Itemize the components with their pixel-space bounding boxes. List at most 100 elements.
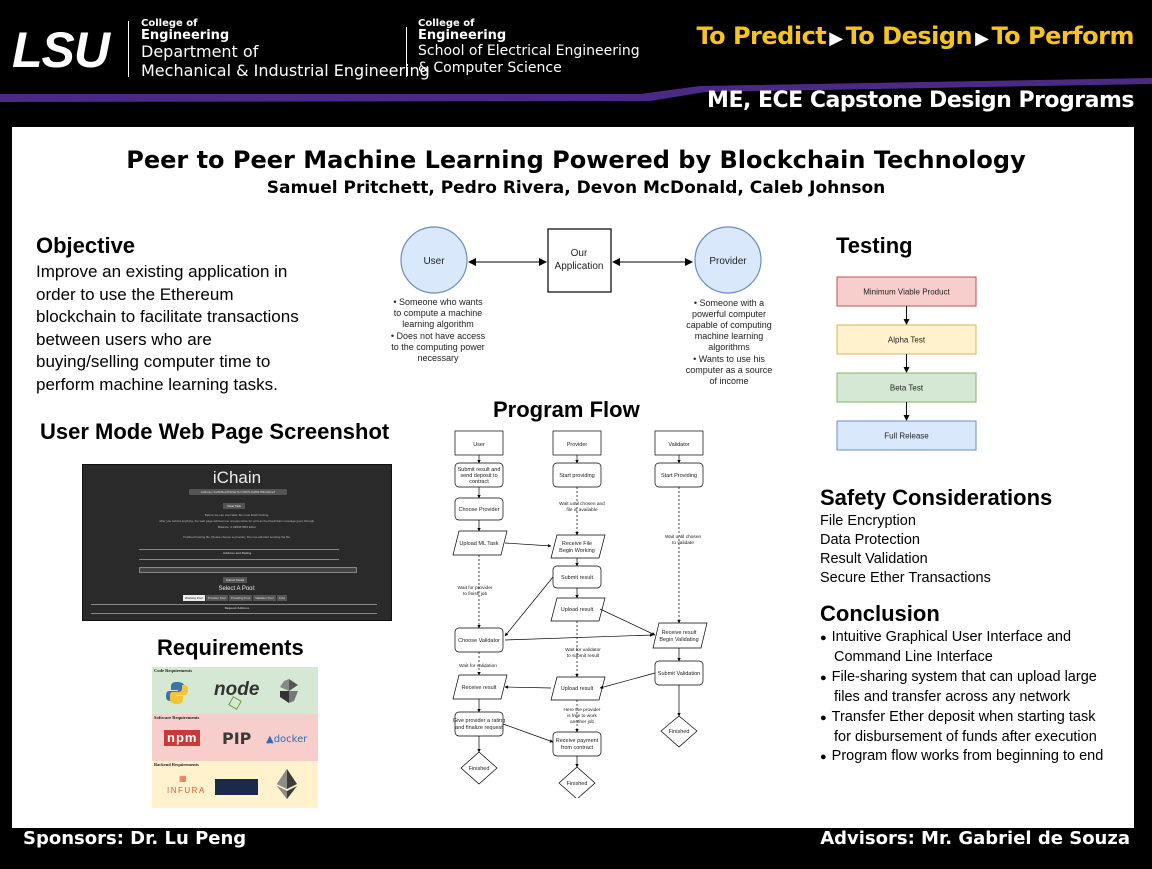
dept-line-1: Department of: [141, 42, 259, 62]
lane-validator: Validator: [668, 442, 689, 448]
school-line-1: School of Electrical Engineering: [418, 43, 640, 60]
svg-text:Choose Provider: Choose Provider: [459, 507, 500, 513]
capstone-label: ME, ECE Capstone Design Programs: [707, 88, 1134, 113]
software-requirements: Software Requirements npm PIP ▲docker: [152, 714, 318, 761]
testing-step-box: [836, 324, 977, 355]
svg-text:to compute a machine: to compute a machine: [394, 308, 483, 318]
tab-validator-pool[interactable]: Validator Pool: [253, 595, 276, 601]
program-flow-heading: Program Flow: [493, 397, 640, 422]
objective-line: between users who are: [36, 329, 212, 349]
user-bullets: • Someone who wants to compute a machine…: [391, 297, 486, 363]
requirements-image: Code Requirements node Software Requirem…: [152, 667, 319, 808]
college-label: College of: [141, 18, 198, 29]
svg-text:file is available: file is available: [566, 507, 598, 513]
svg-text:of income: of income: [709, 376, 748, 386]
engineering-label: Engineering: [418, 28, 507, 43]
request-address-header: Request Address: [224, 606, 250, 610]
objective-heading: Objective: [36, 233, 136, 258]
svg-text:to submit result: to submit result: [567, 653, 600, 659]
conclusion-item: Intuitive Graphical User Interface and C…: [820, 628, 1105, 668]
svg-text:is free to work: is free to work: [567, 713, 597, 719]
clear-task-button[interactable]: Clear Task: [223, 503, 245, 509]
header-divider: [128, 21, 129, 77]
svg-text:Receive payment: Receive payment: [556, 738, 599, 744]
provider-node: [694, 226, 762, 294]
poster-title: Peer to Peer Machine Learning Powered by…: [126, 146, 1026, 174]
safety-item: Data Protection: [820, 532, 920, 548]
testing-step-box: [836, 420, 977, 451]
svg-text:Wait until chosen and: Wait until chosen and: [559, 501, 605, 507]
svg-text:another job: another job: [570, 719, 594, 725]
testing-step-label: Alpha Test: [888, 336, 926, 345]
svg-text:Start providing: Start providing: [559, 473, 594, 479]
application-label-1: Our: [571, 248, 588, 259]
infura-logo: INFURA: [167, 786, 206, 795]
svg-text:Receive File: Receive File: [562, 541, 592, 547]
school-line-2: & Computer Science: [418, 60, 562, 77]
testing-step-box: [836, 372, 977, 403]
python-icon: [166, 682, 188, 704]
objective-line: buying/selling computer time to: [36, 352, 271, 372]
actor-diagram: User Our Application Provider • Someone …: [391, 226, 773, 386]
svg-text:Wait until chosen: Wait until chosen: [665, 534, 702, 540]
safety-item: Secure Ether Transactions: [820, 570, 991, 586]
tagline-design: To Design: [845, 22, 973, 50]
provider-row[interactable]: [139, 567, 357, 573]
dept-line-2: Mechanical & Industrial Engineering: [141, 60, 430, 80]
tagline-predict: To Predict: [696, 22, 827, 50]
submit-model-button[interactable]: Submit Model: [223, 577, 247, 583]
backend-requirements: Backend Requirements ▦ INFURA: [152, 761, 318, 808]
application-node: [547, 228, 612, 293]
divider: [91, 613, 377, 614]
svg-text:learning algorithm: learning algorithm: [402, 319, 474, 329]
svg-text:Here the provider: Here the provider: [563, 707, 600, 713]
address-dropdown[interactable]: Address: 0xd8d5ce5f3fc8e71c74f87b1fc8847…: [189, 489, 287, 495]
tab-providing-pool[interactable]: Providing Pool: [228, 595, 253, 601]
code-requirements: Code Requirements node: [152, 667, 318, 714]
svg-text:from contract: from contract: [561, 745, 594, 751]
pool-tabs: Working Pool Provider Pool Providing Poo…: [183, 595, 287, 601]
tab-working-pool[interactable]: Working Pool: [183, 595, 205, 601]
svg-text:powerful computer: powerful computer: [692, 309, 766, 319]
screenshot-heading: User Mode Web Page Screenshot: [40, 419, 390, 444]
divider: [139, 549, 339, 550]
tab-jobs[interactable]: Jobs: [276, 595, 287, 601]
mech-dept-block: College of Engineering Department of Mec…: [141, 18, 430, 80]
select-pool-label: Select A Pool:: [218, 586, 256, 592]
svg-text:computer as a source: computer as a source: [686, 365, 773, 375]
conclusion-item: Transfer Ether deposit when starting tas…: [820, 708, 1105, 748]
header-divider: [406, 27, 407, 77]
svg-text:• Does not have access: • Does not have access: [391, 331, 486, 341]
svg-text:Wait for validation: Wait for validation: [459, 663, 497, 669]
svg-text:Receive result: Receive result: [662, 630, 697, 636]
svg-text:Choose Validator: Choose Validator: [458, 638, 500, 644]
svg-text:Upload result: Upload result: [561, 686, 594, 692]
safety-item: Result Validation: [820, 551, 928, 567]
safety-heading: Safety Considerations: [820, 485, 1053, 510]
code-req-label: Code Requirements: [154, 668, 193, 673]
purple-swoosh: [0, 78, 1152, 102]
testing-heading: Testing: [836, 233, 913, 258]
divider: [139, 559, 339, 560]
svg-text:to validate: to validate: [672, 540, 694, 546]
software-req-label: Software Requirements: [154, 715, 200, 720]
backend-req-label: Backend Requirements: [154, 762, 199, 767]
svg-text:capable of computing: capable of computing: [686, 320, 772, 330]
table-header: Address and Rating: [222, 551, 252, 555]
provider-bullets: • Someone with a powerful computer capab…: [686, 298, 773, 386]
tagline: To Predict▶To Design▶To Perform: [696, 22, 1134, 50]
svg-text:Finished: Finished: [669, 729, 690, 735]
objective-text: Improve an existing application in order…: [36, 261, 356, 397]
svg-text:Begin Working: Begin Working: [559, 548, 595, 554]
engineering-label: Engineering: [141, 28, 230, 43]
college-label: College of: [418, 18, 475, 29]
application-label-2: Application: [555, 261, 604, 272]
svg-text:Wait for provider: Wait for provider: [457, 585, 492, 591]
play-arrow-icon: ▶: [829, 28, 843, 49]
tab-provider-pool[interactable]: Provider Pool: [205, 595, 228, 601]
objective-line: blockchain to facilitate transactions: [36, 307, 299, 327]
svg-text:Wait for validator: Wait for validator: [565, 647, 601, 653]
conclusion-list: Intuitive Graphical User Interface and C…: [820, 628, 1105, 768]
svg-text:• Wants to use his: • Wants to use his: [693, 354, 765, 364]
